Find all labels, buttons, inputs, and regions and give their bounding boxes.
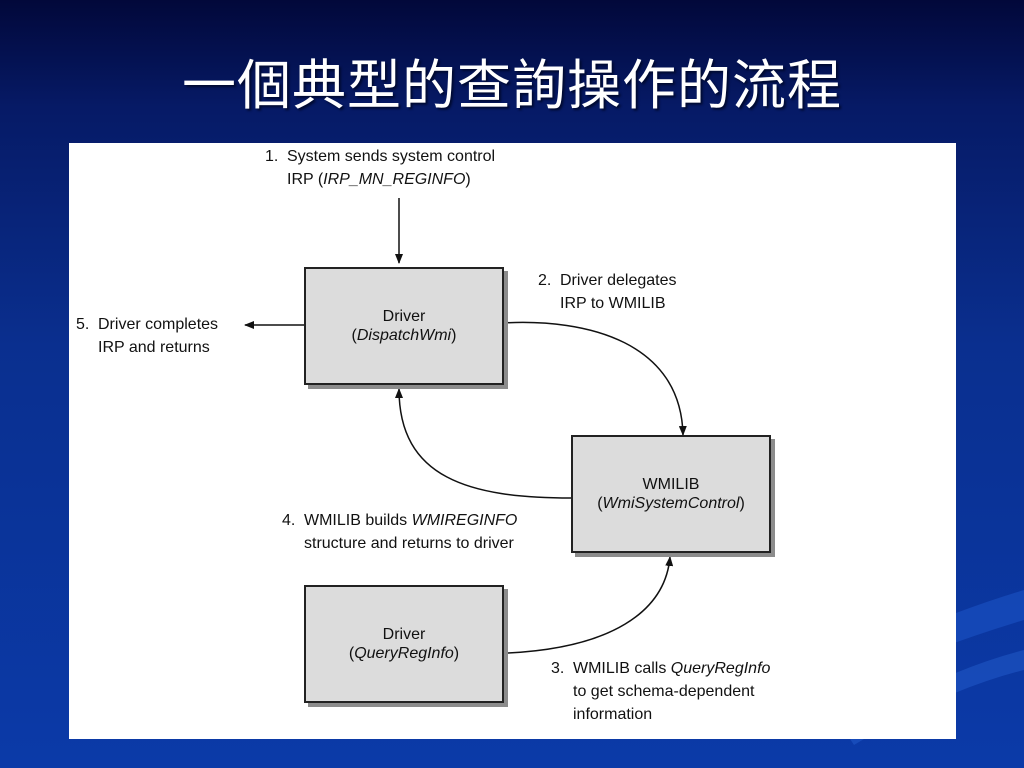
step-number: 4. (282, 512, 296, 529)
flow-arrows (244, 198, 687, 658)
box-title: Driver (382, 626, 426, 643)
step-number: 2. (538, 272, 552, 289)
step-text: to get schema-dependent (573, 683, 755, 700)
box-function: DispatchWmi (356, 327, 452, 344)
step-text: IRP to WMILIB (560, 295, 666, 312)
step-text: structure and returns to driver (304, 535, 514, 552)
paren: ( (351, 327, 357, 344)
step-italic: QueryRegInfo (670, 660, 771, 677)
arrow-wmilib-queryreginfo (498, 556, 674, 658)
step-text: Driver completes (98, 316, 219, 333)
wmilib-box: WMILIB (WmiSystemControl) (571, 435, 771, 553)
paren: ( (597, 495, 603, 512)
diagram-panel: Driver (DispatchWmi) WMILIB (WmiSystemCo… (69, 143, 956, 739)
box-title: Driver (382, 308, 426, 325)
paren: ) (739, 495, 745, 512)
step-4-label: 4. WMILIB builds WMIREGINFO structure and… (282, 509, 517, 555)
paren: ) (453, 645, 460, 662)
step-text: IRP and returns (98, 339, 210, 356)
step-text: ) (465, 171, 471, 188)
step-text: Driver delegates (560, 272, 677, 289)
paren: ) (451, 327, 457, 344)
box-function: QueryRegInfo (354, 645, 454, 662)
step-text: System sends system control (287, 148, 496, 165)
step-3-label: 3. WMILIB calls QueryRegInfo to get schem… (551, 657, 770, 726)
step-number: 5. (76, 316, 90, 333)
box-function: WmiSystemControl (602, 495, 740, 512)
step-text: information (573, 706, 653, 723)
step-text: IRP ( (287, 171, 324, 188)
step-text: WMILIB calls (573, 660, 671, 677)
paren: ( (348, 645, 355, 662)
driver-queryreginfo-box: Driver (QueryRegInfo) (304, 585, 504, 703)
step-italic: WMIREGINFO (411, 512, 518, 529)
step-italic: IRP_MN_REGINFO (323, 171, 466, 188)
driver-dispatchwmi-box: Driver (DispatchWmi) (304, 267, 504, 385)
step-number: 3. (551, 660, 565, 677)
step-text: WMILIB builds (304, 512, 412, 529)
step-1-label: 1. System sends system control IRP (IRP_M… (265, 145, 495, 191)
step-2-label: 2. Driver delegates IRP to WMILIB (538, 269, 677, 315)
slide-title: 一個典型的查詢操作的流程 (182, 54, 842, 117)
arrow-driver-to-wmilib (501, 321, 687, 436)
step-number: 1. (265, 148, 279, 165)
step-5-label: 5. Driver completes IRP and returns (76, 313, 218, 359)
arrow-wmilib-to-driver (395, 388, 572, 499)
box-title: WMILIB (642, 476, 700, 493)
